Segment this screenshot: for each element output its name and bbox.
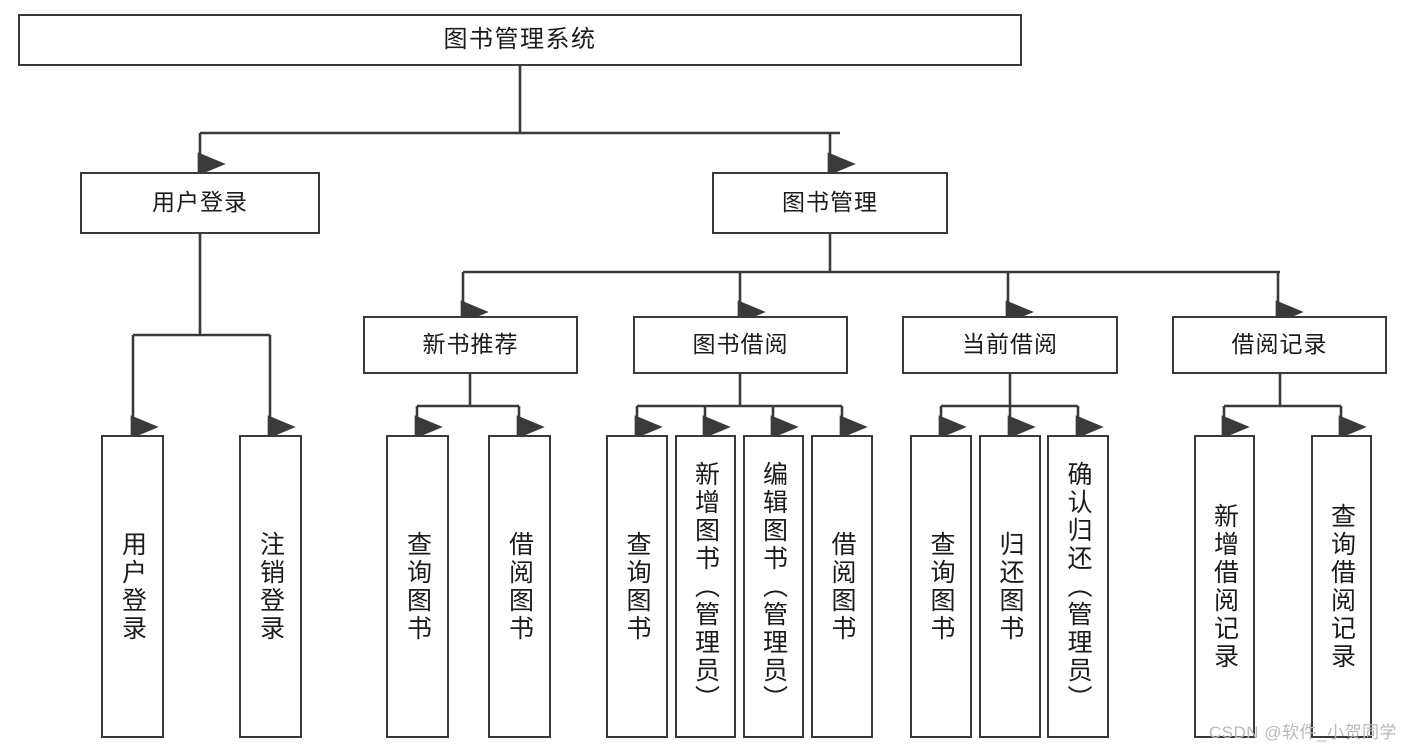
leaf-current-borrow-confirm-return-admin[interactable]: 确认归还（管理员） bbox=[1047, 435, 1109, 738]
node-label: 查询借阅记录 bbox=[1327, 502, 1356, 671]
leaf-book-borrow-borrow-book[interactable]: 借阅图书 bbox=[811, 435, 873, 738]
leaf-current-borrow-query-book[interactable]: 查询图书 bbox=[910, 435, 972, 738]
node-label: 注销登录 bbox=[256, 530, 285, 643]
node-label: 借阅图书 bbox=[828, 530, 856, 643]
node-current-borrow[interactable]: 当前借阅 bbox=[902, 316, 1118, 374]
node-label: 查询图书 bbox=[623, 530, 651, 643]
node-borrow-record[interactable]: 借阅记录 bbox=[1172, 316, 1387, 374]
node-label: 用户登录 bbox=[118, 530, 147, 643]
node-label: 查询图书 bbox=[927, 530, 955, 643]
node-label: 图书管理 bbox=[782, 189, 878, 216]
node-label: 图书管理系统 bbox=[443, 25, 597, 53]
leaf-book-borrow-edit-book-admin[interactable]: 编辑图书（管理员） bbox=[743, 435, 804, 738]
node-label: 新增图书（管理员） bbox=[691, 460, 720, 713]
csdn-watermark: CSDN @软件_小贺同学 bbox=[1208, 723, 1397, 742]
leaf-borrow-record-query-record[interactable]: 查询借阅记录 bbox=[1311, 435, 1372, 738]
node-book-borrow[interactable]: 图书借阅 bbox=[633, 316, 848, 374]
node-user-login[interactable]: 用户登录 bbox=[80, 172, 320, 234]
node-label: 编辑图书（管理员） bbox=[759, 460, 788, 713]
node-label: 确认归还（管理员） bbox=[1064, 460, 1092, 713]
leaf-user-login-sign-in[interactable]: 用户登录 bbox=[101, 435, 164, 738]
node-book-management[interactable]: 图书管理 bbox=[712, 172, 948, 234]
node-label: 新书推荐 bbox=[422, 331, 519, 358]
node-root-book-management-system[interactable]: 图书管理系统 bbox=[18, 14, 1022, 66]
leaf-book-borrow-query-book[interactable]: 查询图书 bbox=[606, 435, 668, 738]
node-label: 当前借阅 bbox=[962, 331, 1058, 358]
node-label: 借阅记录 bbox=[1231, 331, 1328, 358]
node-label: 图书借阅 bbox=[692, 331, 789, 358]
node-label: 用户登录 bbox=[152, 189, 248, 216]
leaf-new-book-query-book[interactable]: 查询图书 bbox=[386, 435, 449, 738]
node-label: 借阅图书 bbox=[505, 530, 534, 643]
leaf-new-book-borrow-book[interactable]: 借阅图书 bbox=[488, 435, 551, 738]
leaf-book-borrow-add-book-admin[interactable]: 新增图书（管理员） bbox=[675, 435, 736, 738]
leaf-borrow-record-add-record[interactable]: 新增借阅记录 bbox=[1194, 435, 1255, 738]
leaf-user-login-sign-out[interactable]: 注销登录 bbox=[239, 435, 302, 738]
node-label: 归还图书 bbox=[996, 530, 1024, 643]
node-new-book-recommend[interactable]: 新书推荐 bbox=[363, 316, 578, 374]
node-label: 查询图书 bbox=[403, 530, 432, 643]
leaf-current-borrow-return-book[interactable]: 归还图书 bbox=[979, 435, 1041, 738]
node-label: 新增借阅记录 bbox=[1210, 502, 1239, 671]
